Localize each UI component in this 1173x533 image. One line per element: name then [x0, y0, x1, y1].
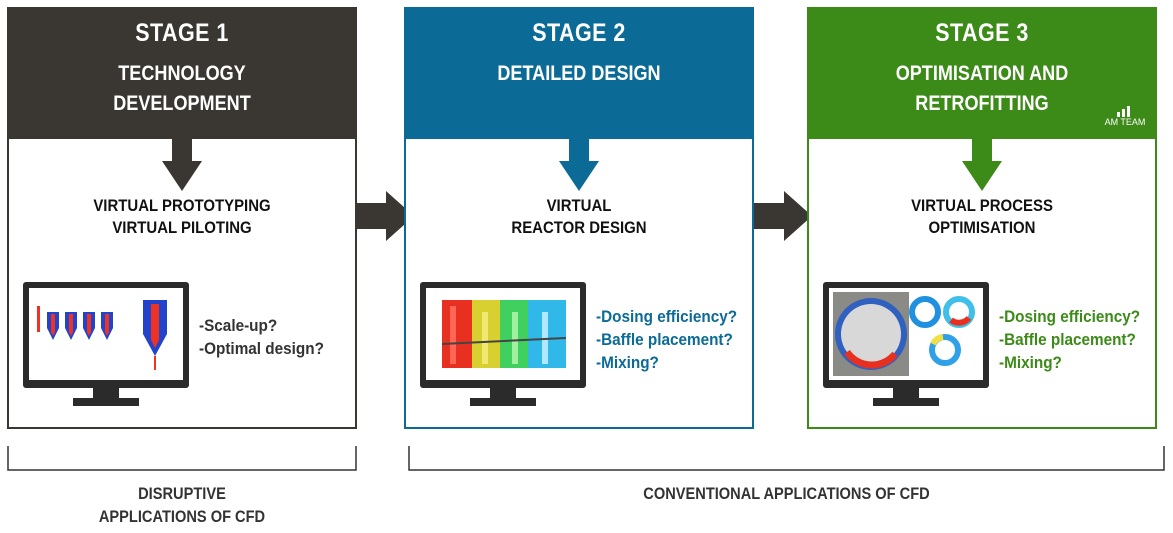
footer-left-line: APPLICATIONS OF CFD [98, 507, 266, 526]
caption-line: VIRTUAL [546, 196, 612, 215]
am-team-logo: AM TEAM [1103, 105, 1147, 127]
question-item: -Mixing? [596, 353, 659, 372]
stage-3-questions: -Dosing efficiency? -Baffle placement? -… [999, 305, 1140, 374]
question-item: -Mixing? [999, 353, 1062, 372]
stage-2-header: STAGE 2 DETAILED DESIGN [404, 7, 754, 139]
stage-1-title-line: TECHNOLOGY [118, 62, 246, 85]
stage-1-header: STAGE 1 TECHNOLOGY DEVELOPMENT [7, 7, 357, 139]
caption-line: OPTIMISATION [928, 218, 1036, 237]
arrow-down-icon [962, 129, 1002, 191]
stage-1-panel: STAGE 1 TECHNOLOGY DEVELOPMENT VIRTUAL P… [7, 7, 357, 429]
stage-3-panel: STAGE 3 OPTIMISATION AND RETROFITTING AM… [807, 7, 1157, 429]
footer-left: DISRUPTIVE APPLICATIONS OF CFD [32, 482, 333, 528]
question-item: -Dosing efficiency? [596, 307, 738, 326]
stage-3-header: STAGE 3 OPTIMISATION AND RETROFITTING AM… [807, 7, 1157, 139]
stage-2-panel: STAGE 2 DETAILED DESIGN VIRTUAL REACTOR … [404, 7, 754, 429]
stage-1-questions: -Scale-up? -Optimal design? [199, 314, 324, 360]
footer-left-line: DISRUPTIVE [138, 484, 226, 503]
monitor-icon [420, 282, 586, 406]
arrow-right-icon [356, 191, 414, 241]
stage-2-title: DETAILED DESIGN [446, 59, 713, 89]
logo-text: AM TEAM [1104, 117, 1146, 127]
stage-1-title-line: DEVELOPMENT [113, 92, 251, 115]
footer-right-line: CONVENTIONAL APPLICATIONS OF CFD [643, 484, 930, 503]
footer-right: CONVENTIONAL APPLICATIONS OF CFD [461, 482, 1112, 505]
question-item: -Baffle placement? [596, 330, 733, 349]
question-item: -Optimal design? [199, 339, 324, 358]
stage-1-title: TECHNOLOGY DEVELOPMENT [49, 59, 316, 119]
stage-1-number: STAGE 1 [135, 19, 229, 47]
arrow-down-icon [559, 129, 599, 191]
stage-3-caption: VIRTUAL PROCESS OPTIMISATION [830, 195, 1134, 239]
stage-1-caption: VIRTUAL PROTOTYPING VIRTUAL PILOTING [30, 195, 334, 239]
stage-3-title-line: RETROFITTING [915, 92, 1049, 115]
caption-line: VIRTUAL PROCESS [911, 196, 1053, 215]
question-item: -Baffle placement? [999, 330, 1136, 349]
bar-chart-icon [1117, 106, 1130, 117]
stage-3-title: OPTIMISATION AND RETROFITTING [849, 59, 1116, 119]
caption-line: VIRTUAL PILOTING [112, 218, 252, 237]
stage-3-title-line: OPTIMISATION AND [895, 62, 1069, 85]
caption-line: VIRTUAL PROTOTYPING [93, 196, 271, 215]
caption-line: REACTOR DESIGN [511, 218, 647, 237]
question-item: -Dosing efficiency? [999, 307, 1141, 326]
right-bracket [408, 446, 1165, 471]
monitor-icon [23, 282, 189, 406]
question-item: -Scale-up? [199, 316, 278, 335]
arrow-down-icon [162, 129, 202, 191]
monitor-icon [823, 282, 989, 406]
left-bracket [7, 446, 357, 471]
stage-2-caption: VIRTUAL REACTOR DESIGN [427, 195, 731, 239]
arrow-right-icon [754, 191, 812, 241]
stage-2-questions: -Dosing efficiency? -Baffle placement? -… [596, 305, 737, 374]
stage-2-number: STAGE 2 [532, 19, 626, 47]
stage-2-title-line: DETAILED DESIGN [497, 62, 661, 85]
stage-3-number: STAGE 3 [935, 19, 1029, 47]
